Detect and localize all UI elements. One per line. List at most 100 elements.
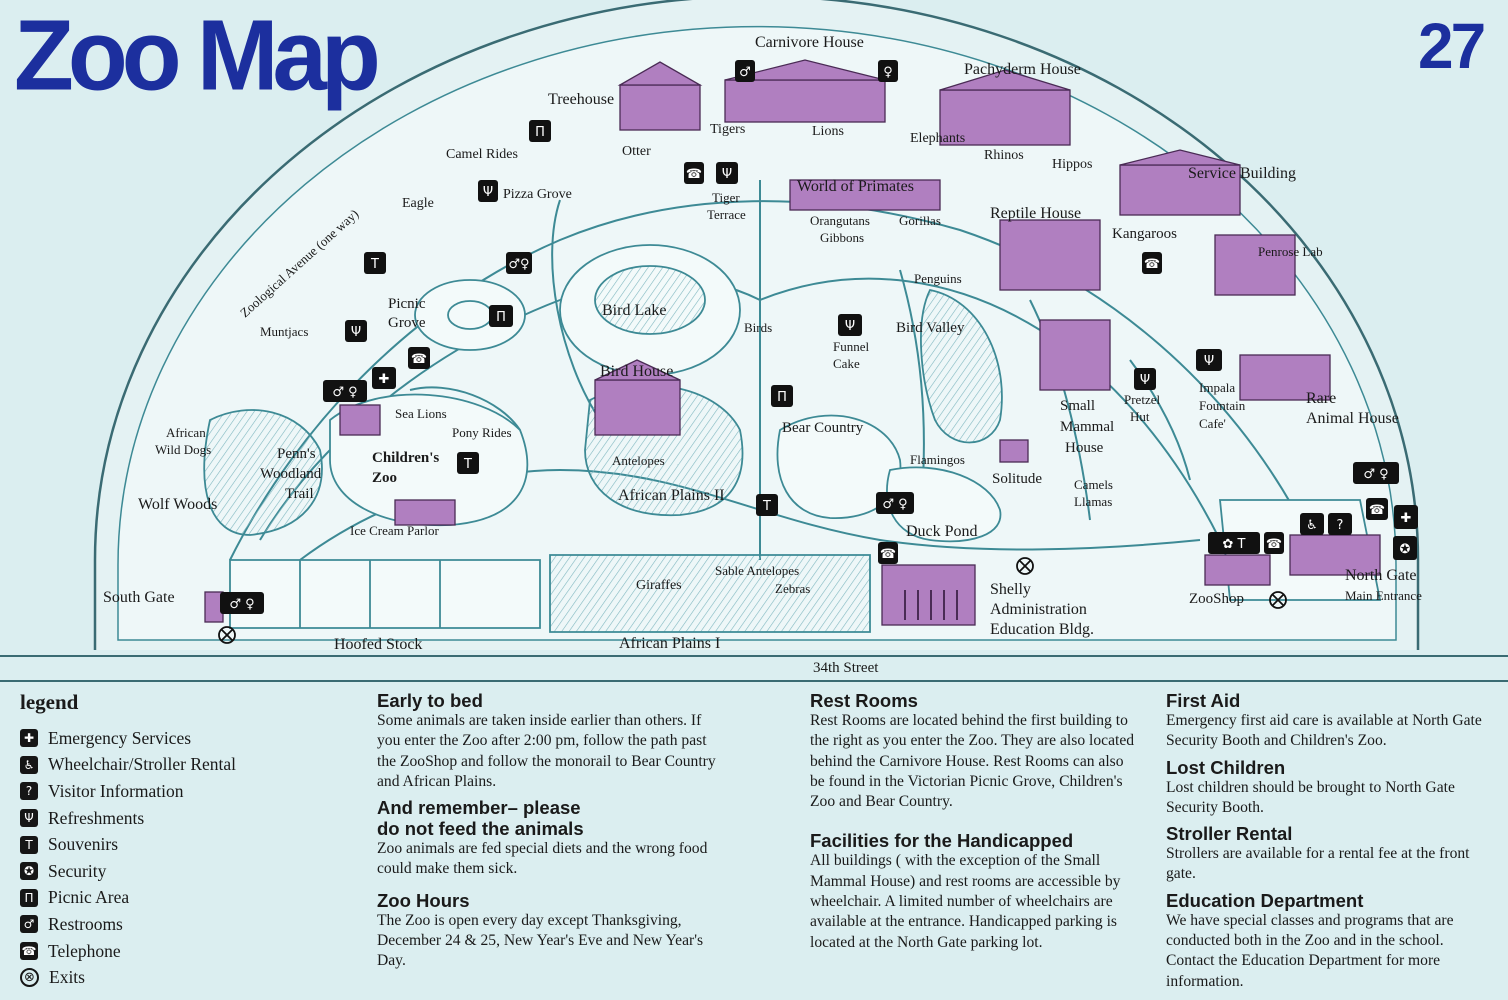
label-wolf-woods: Wolf Woods — [138, 496, 217, 513]
svg-text:♂♀: ♂♀ — [508, 257, 529, 272]
label-impala-fountain-cafe: Impala — [1199, 380, 1235, 395]
label-african-wild-dogs-2: Wild Dogs — [155, 442, 211, 457]
label-rare-animal-house-2: Animal House — [1306, 410, 1399, 427]
svg-text:♀: ♀ — [883, 65, 893, 80]
svg-text:✚: ✚ — [1401, 511, 1412, 526]
svg-text:♂: ♂ — [739, 65, 751, 80]
label-shelly: Shelly — [990, 581, 1031, 598]
penrose-lab-building — [1214, 234, 1296, 296]
label-bird-valley: Bird Valley — [896, 320, 965, 336]
early-to-bed-body: Some animals are taken inside earlier th… — [377, 712, 716, 790]
legend-label: Souvenirs — [48, 834, 118, 855]
refreshments-icon: Ψ — [1134, 368, 1156, 390]
picnic-table-icon: Π — [489, 305, 513, 327]
svg-text:T: T — [762, 499, 771, 514]
ice-cream-parlor-building — [394, 499, 456, 526]
exit-icon — [1269, 591, 1287, 609]
svg-text:T: T — [370, 257, 379, 272]
rest-rooms-heading: Rest Rooms — [810, 690, 918, 711]
label-funnel-cake-2: Cake — [833, 356, 860, 371]
label-antelopes: Antelopes — [612, 453, 665, 468]
legend-label: Refreshments — [48, 807, 145, 828]
label-service-building: Service Building — [1188, 165, 1296, 182]
svg-text:Ψ: Ψ — [1140, 373, 1150, 388]
label-north-gate: North Gate — [1345, 567, 1417, 584]
question-icon: ? — [20, 782, 38, 801]
restroom-icon: ♂ — [735, 60, 755, 82]
restroom-icon: ♀ — [878, 60, 898, 82]
svg-text:♂ ♀: ♂ ♀ — [1363, 467, 1388, 482]
label-zebras: Zebras — [775, 581, 810, 596]
svg-text:♂ ♀: ♂ ♀ — [229, 597, 254, 612]
plus-icon: ✚ — [20, 729, 38, 748]
svg-text:☎: ☎ — [1144, 257, 1160, 272]
small-mammal-house-building — [1039, 319, 1111, 391]
legend-item: ✚ Emergency Services — [20, 725, 320, 752]
education-body: We have special classes and programs tha… — [1166, 911, 1454, 990]
remember-body: Zoo animals are fed special diets and th… — [377, 840, 708, 878]
restroom-icon: ♂ ♀ — [220, 592, 264, 614]
label-hippos: Hippos — [1052, 157, 1092, 172]
label-african-wild-dogs: African — [166, 425, 206, 440]
svg-text:Π: Π — [777, 390, 787, 405]
treehouse-building — [619, 84, 701, 131]
label-pony-rides: Pony Rides — [452, 425, 512, 440]
legend-item: ♂Restrooms — [20, 911, 320, 938]
label-camels: Camels — [1074, 477, 1113, 492]
rare-animal-house-building — [1239, 354, 1331, 401]
label-34th-street: 34th Street — [813, 660, 879, 676]
svg-text:Ψ: Ψ — [351, 325, 361, 340]
label-giraffes: Giraffes — [636, 578, 682, 593]
north-gate-buildings — [1289, 534, 1381, 576]
refreshments-icon: Ψ — [838, 314, 862, 336]
first-aid-body: Emergency first aid care is available at… — [1166, 712, 1482, 750]
service-building — [1119, 164, 1241, 216]
legend-label: Picnic Area — [48, 887, 130, 908]
svg-text:☎: ☎ — [686, 167, 702, 182]
telephone-icon: ☎ — [1142, 252, 1162, 274]
handicapped-heading: Facilities for the Handicapped — [810, 830, 1074, 852]
label-otter: Otter — [622, 144, 651, 159]
picnic-table-icon: Π — [529, 120, 551, 142]
label-elephants: Elephants — [910, 131, 965, 146]
label-tiger-terrace: Tiger — [712, 190, 740, 205]
legend-label: Telephone — [48, 940, 121, 961]
label-camel-rides: Camel Rides — [446, 147, 518, 162]
legend-label: Security — [48, 860, 107, 881]
legend: legend ✚Emergency Services ♿Wheelchair/S… — [20, 690, 320, 991]
svg-text:Π: Π — [496, 310, 506, 325]
restroom-icon: ♂ ♀ — [323, 380, 367, 402]
label-small-mammal-house: Small — [1060, 398, 1095, 414]
security-badge-icon: ✪ — [1393, 536, 1417, 560]
svg-text:✿ T: ✿ T — [1223, 537, 1246, 552]
label-small-mammal-house-3: House — [1065, 440, 1104, 456]
penns-woodland-region — [203, 409, 323, 536]
label-african-plains-1: African Plains I — [619, 635, 720, 652]
picnic-table-icon: Π — [20, 888, 38, 907]
svg-text:Ψ: Ψ — [722, 167, 732, 182]
legend-label: Emergency Services — [48, 727, 192, 748]
svg-text:?: ? — [1337, 518, 1344, 533]
label-administration: Administration — [990, 601, 1087, 618]
duck-pond-region — [886, 466, 1002, 543]
label-penns-woodland: Penn's — [277, 446, 316, 462]
bird-lake-water — [594, 265, 706, 335]
label-rhinos: Rhinos — [984, 148, 1024, 163]
education-heading: Education Department — [1166, 889, 1364, 911]
african-plains-1-region — [549, 554, 871, 633]
label-birds: Birds — [744, 320, 772, 335]
wheelchair-icon: ♿ — [1300, 513, 1324, 535]
label-south-gate: South Gate — [103, 589, 175, 606]
souvenir-shirt-icon: ✿ T — [1208, 532, 1260, 554]
info-column-2: Rest Rooms Rest Rooms are located behind… — [810, 690, 1140, 958]
pachyderm-house-building — [939, 89, 1071, 146]
label-duck-pond: Duck Pond — [906, 523, 978, 540]
picnic-table-icon: Π — [771, 385, 793, 407]
label-funnel-cake: Funnel — [833, 339, 870, 354]
souvenir-shirt-icon: T — [364, 252, 386, 274]
svg-text:✪: ✪ — [1400, 542, 1411, 557]
telephone-icon: ☎ — [20, 942, 38, 961]
info-column-3: First Aid Emergency first aid care is av… — [1166, 690, 1488, 997]
svg-text:Ψ: Ψ — [483, 185, 493, 200]
refreshments-icon: Ψ — [478, 180, 498, 202]
